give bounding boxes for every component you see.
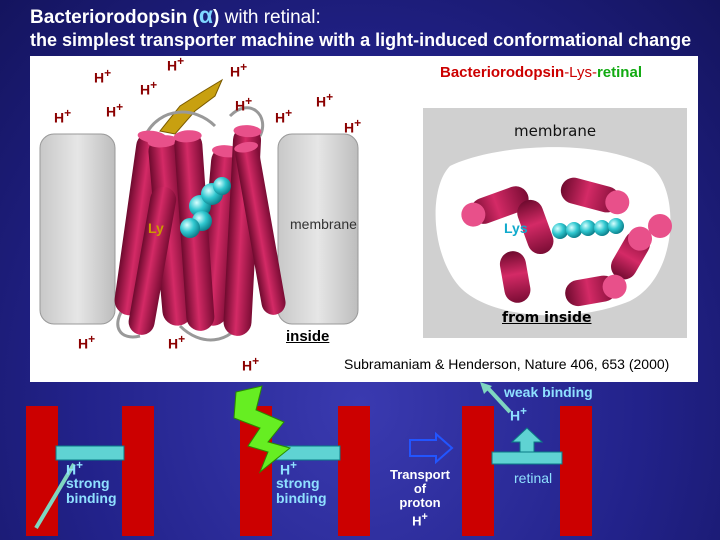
slide-title-line1: Bacteriorodopsin (α) with retinal:	[30, 2, 321, 29]
retinal-bar	[491, 451, 563, 465]
retinal-molecule-left	[180, 177, 231, 238]
membrane-bar	[560, 406, 592, 536]
proton-label: H+	[275, 106, 293, 126]
slide-title-line2: the simplest transporter machine with a …	[30, 30, 692, 50]
proton-label: H+	[235, 94, 253, 114]
citation: Subramaniam & Henderson, Nature 406, 653…	[344, 356, 670, 372]
alpha-symbol: α	[198, 2, 214, 28]
exit-arrow	[484, 384, 512, 414]
membrane-bar	[122, 406, 154, 536]
retinal-label: retinal	[514, 470, 553, 486]
membrane-label-left-view: membrane	[290, 216, 357, 232]
proton-label: H+	[316, 90, 334, 110]
retinal-bar	[55, 445, 125, 461]
entry-arrow	[34, 462, 76, 530]
from-inside-label: from inside	[502, 310, 592, 326]
proton-strong-2: H+	[280, 459, 297, 478]
light-flash-icon	[233, 385, 292, 474]
top-view-helices	[461, 177, 672, 307]
membrane-label-top-view: membrane	[514, 122, 597, 140]
proton-label: H+	[78, 332, 96, 352]
transport-arrow-icon	[409, 431, 454, 465]
proton-weak: H+	[510, 405, 527, 424]
lys-label-right: Lys	[504, 220, 528, 236]
panel-heading: Bacteriorodopsin-Lys-retinal	[440, 64, 642, 81]
proton-label: H+	[54, 106, 72, 126]
retinal-molecule-right	[552, 218, 624, 239]
membrane-right-block	[277, 133, 359, 325]
heading-protein: Bacteriorodopsin	[440, 64, 565, 81]
lys-label-left: Ly	[148, 220, 164, 236]
inside-label: inside	[286, 328, 330, 345]
membrane-left-block	[39, 133, 116, 325]
heading-retinal: retinal	[596, 64, 642, 81]
proton-label: H+	[230, 60, 248, 80]
weak-binding-label: weak binding	[504, 384, 593, 400]
retinal-kink-icon	[510, 427, 544, 453]
beta-sheet	[159, 78, 224, 135]
proton-label: H+	[344, 116, 362, 136]
proton-label: H+	[94, 66, 112, 86]
structure-illustration	[39, 78, 687, 342]
transport-label: Transport of proton H+	[390, 467, 450, 529]
title-text: Bacteriorodopsin (	[30, 7, 199, 28]
proton-label: H+	[167, 54, 185, 74]
title-rest: with retinal:	[219, 7, 321, 28]
membrane-bar	[462, 406, 494, 536]
proton-label: H+	[242, 354, 260, 374]
exit-arrowhead-icon	[480, 382, 492, 394]
membrane-bar	[338, 406, 370, 536]
transport-schematic	[26, 382, 592, 536]
protein-loops	[116, 106, 265, 342]
proton-label: H+	[106, 100, 124, 120]
structure-figure-panel: Bacteriorodopsin-Lys-retinal membrane me…	[30, 54, 698, 382]
proton-strong-1: H+	[66, 459, 83, 478]
heading-lys: -Lys-	[564, 64, 597, 81]
proton-label: H+	[140, 78, 158, 98]
proton-label: H+	[168, 332, 186, 352]
title-paren: )	[213, 7, 220, 28]
